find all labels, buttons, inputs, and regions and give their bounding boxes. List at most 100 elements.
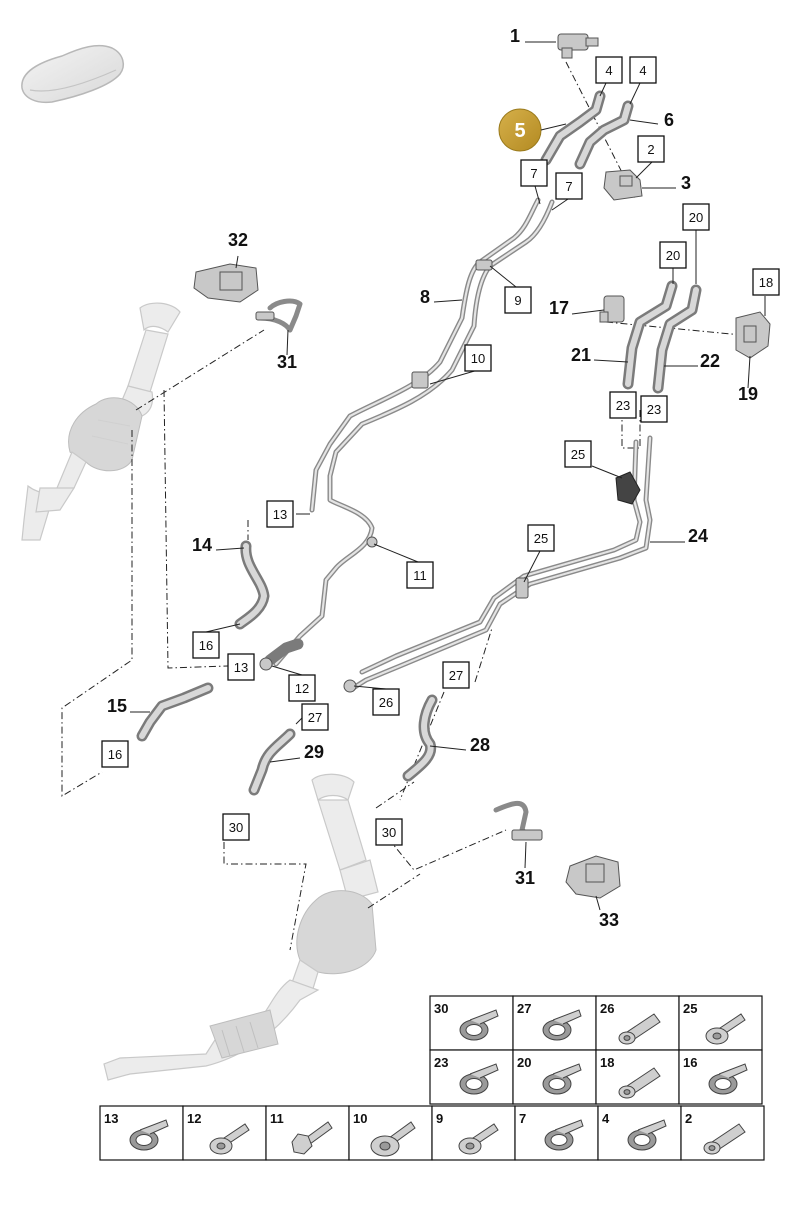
callout-box-label: 9: [514, 293, 521, 308]
clamp-icon: [542, 1063, 582, 1095]
callout-box-frame: [301, 703, 329, 731]
hoses: [136, 90, 702, 796]
callout-box-label: 4: [639, 63, 646, 78]
callout-box-frame: [659, 241, 687, 269]
bracket-3: [603, 169, 643, 201]
sensor-17: [599, 295, 625, 323]
bracket-33: [565, 855, 621, 899]
callout-box-frame: [464, 344, 492, 372]
callout-box-label: 7: [530, 166, 537, 181]
callout-box-frame: [192, 631, 220, 659]
boxed-callout-10[interactable]: 10: [464, 344, 492, 372]
legend-cell-16: 16: [678, 1049, 763, 1105]
boxed-callout-23[interactable]: 23: [640, 395, 668, 423]
right-catalytic-converter: [103, 773, 379, 1081]
legend-cell-9: 9: [431, 1105, 516, 1161]
callout-box-label: 13: [234, 660, 248, 675]
callout-leader-lines: [130, 41, 766, 911]
legend-cell-25: 25: [678, 995, 763, 1051]
callout-33[interactable]: 33: [599, 910, 619, 930]
callout-box-label: 2: [647, 142, 654, 157]
callout-17[interactable]: 17: [549, 298, 569, 318]
boxed-callout-27[interactable]: 27: [442, 661, 470, 689]
callout-box-frame: [504, 286, 532, 314]
callout-box-label: 27: [308, 710, 322, 725]
callout-box-frame: [640, 395, 668, 423]
highlighted-callout-5[interactable]: 5: [498, 108, 567, 152]
callout-28[interactable]: 28: [470, 735, 490, 755]
callout-31[interactable]: 31: [277, 352, 297, 372]
boxed-callout-7[interactable]: 7: [520, 159, 548, 187]
legend-cell-4: 4: [597, 1105, 682, 1161]
torx-bolt-icon: [458, 1123, 499, 1155]
callout-8[interactable]: 8: [420, 287, 430, 307]
boxed-callout-4[interactable]: 4: [629, 56, 657, 84]
clamp-icon: [708, 1063, 748, 1095]
callout-box-frame: [629, 56, 657, 84]
clamp-icon: [129, 1119, 169, 1151]
boxed-callout-7[interactable]: 7: [555, 172, 583, 200]
callout-14[interactable]: 14: [192, 535, 212, 555]
callout-6[interactable]: 6: [664, 110, 674, 130]
callout-3[interactable]: 3: [681, 173, 691, 193]
boxed-callout-12[interactable]: 12: [288, 674, 316, 702]
bracket-32: [193, 263, 259, 303]
callout-19[interactable]: 19: [738, 384, 758, 404]
boxed-callout-20[interactable]: 20: [659, 241, 687, 269]
callout-1[interactable]: 1: [510, 26, 520, 46]
clip-25: [515, 471, 641, 599]
boxed-callout-25[interactable]: 25: [527, 524, 555, 552]
left-catalytic-converter: [21, 302, 181, 541]
legend-cell-20: 20: [512, 1049, 597, 1105]
callout-24[interactable]: 24: [688, 526, 708, 546]
dashed-leader-lines: [61, 61, 753, 951]
socket-bolt-icon: [618, 1067, 661, 1099]
callout-31[interactable]: 31: [515, 868, 535, 888]
boxed-callout-13[interactable]: 13: [227, 653, 255, 681]
boxed-callout-26[interactable]: 26: [372, 688, 400, 716]
clamp-icon: [459, 1063, 499, 1095]
boxed-callout-16[interactable]: 16: [192, 631, 220, 659]
boxed-callout-25[interactable]: 25: [564, 440, 592, 468]
boxed-callout-9[interactable]: 9: [504, 286, 532, 314]
boxed-callout-20[interactable]: 20: [682, 203, 710, 231]
callout-box-label: 23: [616, 398, 630, 413]
callout-32[interactable]: 32: [228, 230, 248, 250]
callout-box-label: 25: [534, 531, 548, 546]
callout-21[interactable]: 21: [571, 345, 591, 365]
boxed-callout-30[interactable]: 30: [222, 813, 250, 841]
clip-26: [259, 259, 493, 693]
boxed-callout-30[interactable]: 30: [375, 818, 403, 846]
callout-box-label: 25: [571, 447, 585, 462]
vehicle-silhouette-icon: [21, 44, 125, 104]
legend-number: 13: [104, 1111, 118, 1126]
legend-number: 2: [685, 1111, 692, 1126]
callout-29[interactable]: 29: [304, 742, 324, 762]
callout-15[interactable]: 15: [107, 696, 127, 716]
legend-cell-10: 10: [348, 1105, 433, 1161]
boxed-callout-13[interactable]: 13: [266, 500, 294, 528]
legend-number: 16: [683, 1055, 697, 1070]
callout-box-frame: [288, 674, 316, 702]
boxed-callout-2[interactable]: 2: [637, 135, 665, 163]
boxed-callout-18[interactable]: 18: [752, 268, 780, 296]
callout-22[interactable]: 22: [700, 351, 720, 371]
hydraulic-lines: [257, 197, 653, 693]
legend-number: 11: [270, 1111, 284, 1126]
callout-box-frame: [595, 56, 623, 84]
boxed-callout-16[interactable]: 16: [101, 740, 129, 768]
legend-number: 30: [434, 1001, 448, 1016]
clamp-icon: [627, 1119, 667, 1151]
boxed-callout-4[interactable]: 4: [595, 56, 623, 84]
legend-number: 4: [602, 1111, 610, 1126]
legend-number: 9: [436, 1111, 443, 1126]
legend-number: 20: [517, 1055, 531, 1070]
legend-cell-12: 12: [182, 1105, 267, 1161]
boxed-callout-11[interactable]: 11: [406, 561, 434, 589]
callout-box-frame: [372, 688, 400, 716]
boxed-callout-27[interactable]: 27: [301, 703, 329, 731]
boxed-callout-23[interactable]: 23: [609, 391, 637, 419]
